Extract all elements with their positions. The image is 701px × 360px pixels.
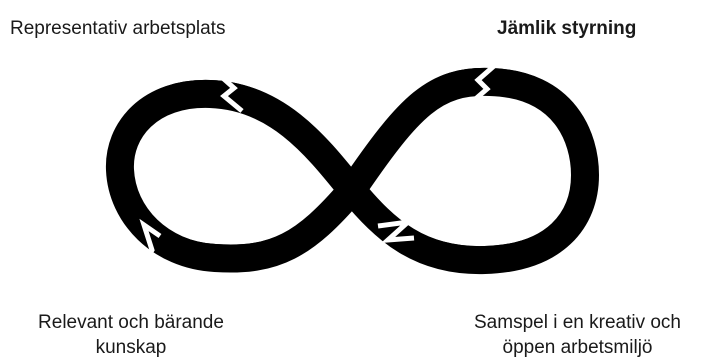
infinity-cycle-diagram [0,0,701,358]
